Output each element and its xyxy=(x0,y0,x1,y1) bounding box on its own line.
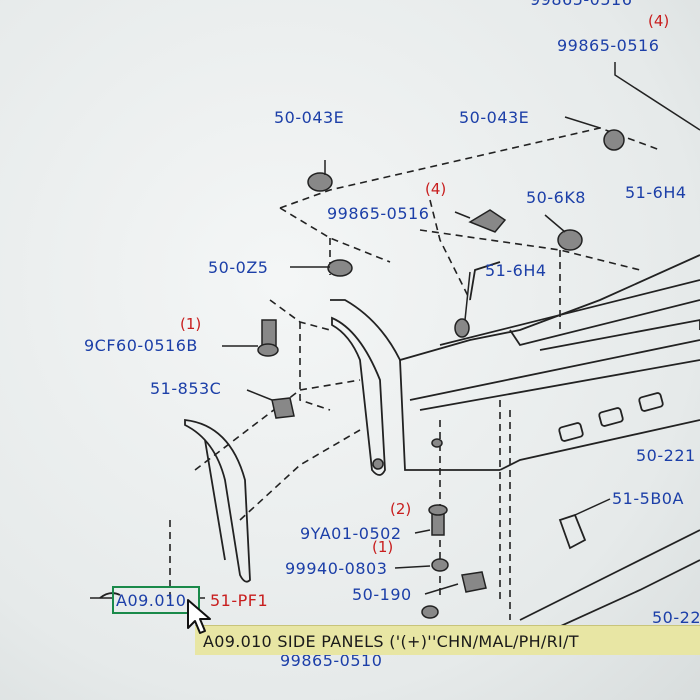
part-label[interactable]: 50-221 xyxy=(636,446,696,465)
quantity-label: (4) xyxy=(648,12,670,30)
part-label[interactable]: 50-221 xyxy=(652,608,700,627)
part-label[interactable]: 99940-0803 xyxy=(285,559,388,578)
part-label[interactable]: 51-6H4 xyxy=(625,183,687,202)
part-label-selected[interactable]: A09.010 xyxy=(116,591,187,610)
part-label[interactable]: 9CF60-0516B xyxy=(84,336,198,355)
part-label[interactable]: 50-0Z5 xyxy=(208,258,269,277)
part-label[interactable]: 51-6H4 xyxy=(485,261,547,280)
quantity-label: (4) xyxy=(425,180,447,198)
part-label[interactable]: 50-6K8 xyxy=(526,188,586,207)
quantity-label: (2) xyxy=(390,500,412,518)
part-label[interactable]: 51-5B0A xyxy=(612,489,684,508)
part-label[interactable]: 51-PF1 xyxy=(210,591,269,610)
part-label[interactable]: 99865-0516 xyxy=(557,36,660,55)
mouse-pointer-icon xyxy=(187,599,211,634)
part-label[interactable]: 50-190 xyxy=(352,585,412,604)
selection-highlight xyxy=(112,586,200,614)
part-label[interactable]: 9YA01-0502 xyxy=(300,524,402,543)
quantity-label: (1) xyxy=(372,538,394,556)
part-tooltip: A09.010 SIDE PANELS ('(+)''CHN/MAL/PH/RI… xyxy=(195,625,700,655)
part-label[interactable]: 50-043E xyxy=(459,108,530,127)
part-label[interactable]: 51-853C xyxy=(150,379,222,398)
quantity-label: (1) xyxy=(180,315,202,333)
part-label[interactable]: 99865-0510 xyxy=(280,651,383,670)
part-label[interactable]: 99865-0516 xyxy=(530,0,632,8)
part-label[interactable]: 99865-0516 xyxy=(327,204,430,223)
part-label[interactable]: 50-043E xyxy=(274,108,345,127)
